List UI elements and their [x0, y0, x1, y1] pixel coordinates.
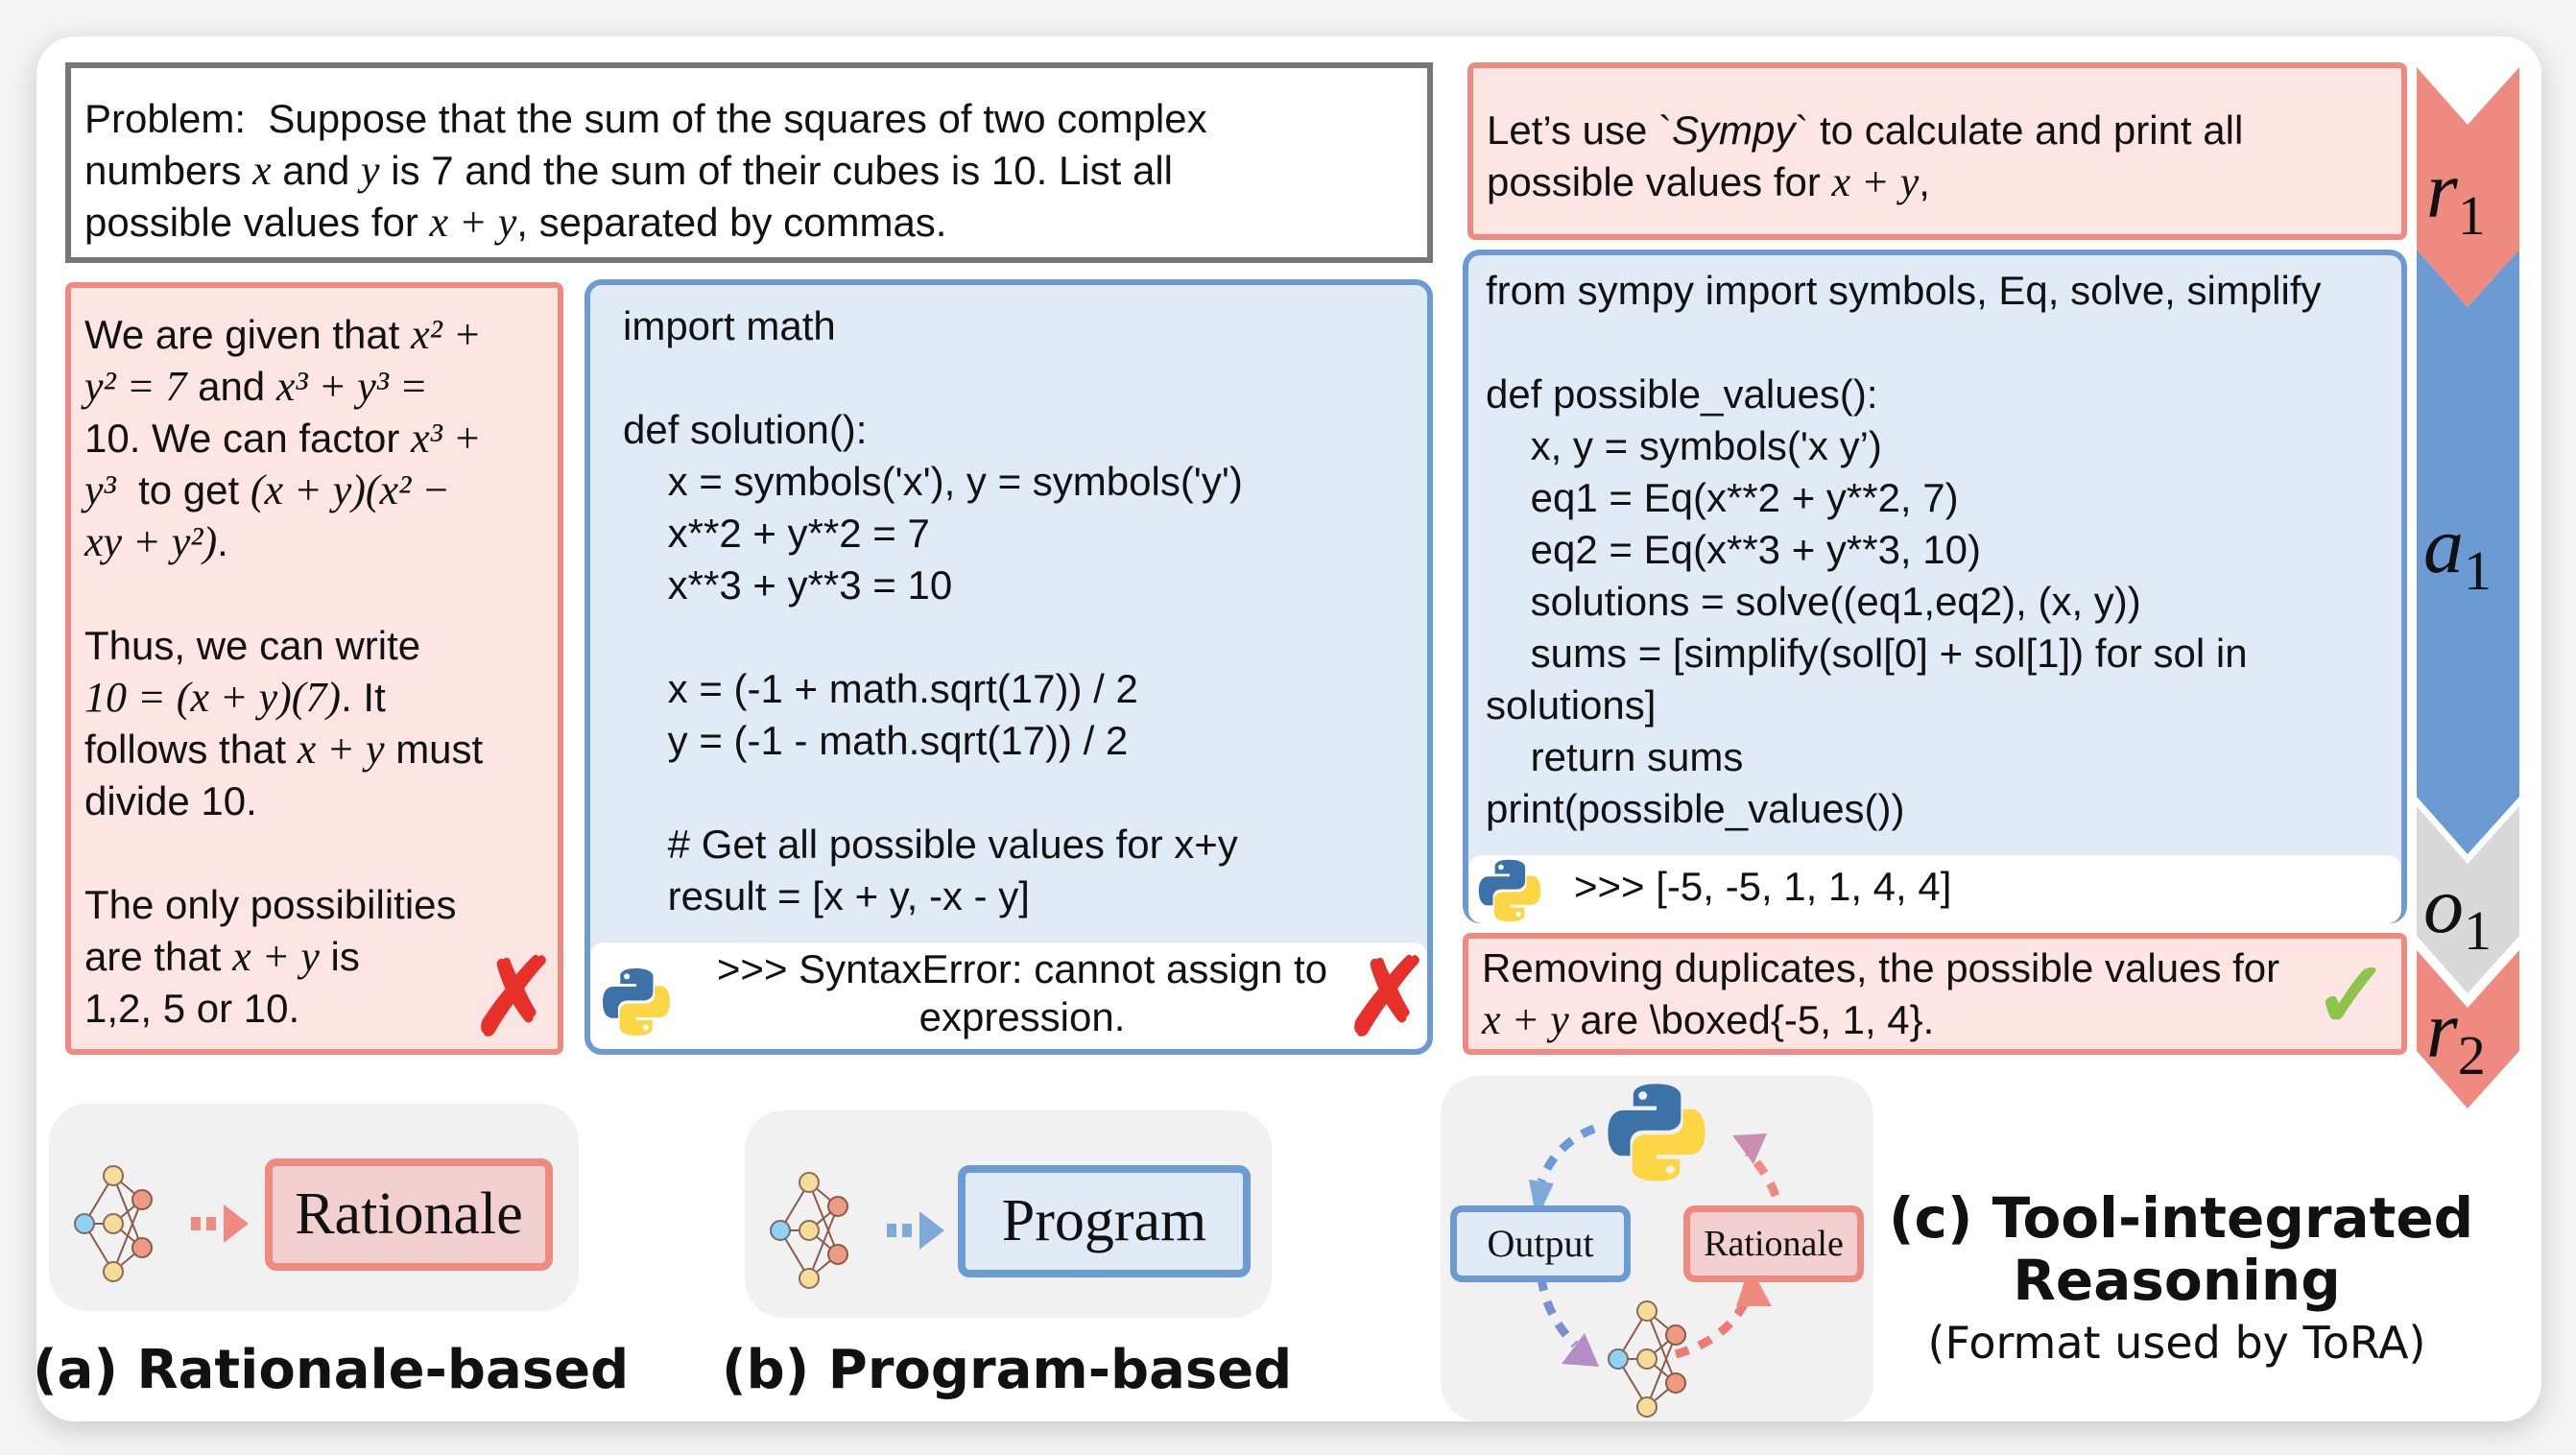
text-line: Let’s use `Sympy` to calculate and print… [1487, 107, 2244, 153]
text-line: eq1 = Eq(x**2 + y**2, 7) [1486, 475, 1959, 520]
caption-a: (a) Rationale-based [33, 1339, 630, 1401]
output-line: >>> [-5, -5, 1, 1, 4, 4] [1574, 864, 1952, 909]
text-line: 10. We can factor x³ + [84, 415, 482, 462]
text-line: x = (-1 + math.sqrt(17)) / 2 [623, 666, 1138, 711]
text-line: import math [623, 303, 836, 348]
rationale-based-panel: Rationale [49, 1104, 579, 1311]
caption-c-title: (c) Tool-integrated [1889, 1185, 2474, 1251]
arrow-r2 [2417, 950, 2519, 1109]
text-line: x**3 + y**3 = 10 [623, 562, 953, 608]
text-line: x**2 + y**2 = 7 [623, 511, 930, 556]
text-line: y³ to get (x + y)(x² − [84, 466, 450, 513]
python-logo-icon [1476, 857, 1543, 924]
rationale-step-r1: Let’s use `Sympy` to calculate and print… [1467, 62, 2407, 240]
output-line: >>> SyntaxError: cannot assign to [716, 946, 1328, 991]
program-output: >>> SyntaxError: cannot assign to expres… [590, 942, 1427, 1049]
python-logo-icon [1604, 1080, 1709, 1185]
text-line: Removing duplicates, the possible values… [1482, 945, 2280, 990]
text-line: from sympy import symbols, Eq, solve, si… [1486, 268, 2322, 313]
text-line: We are given that x² + [84, 311, 482, 358]
text-line [1486, 317, 2322, 369]
rationale-answer-box: We are given that x² + y² = 7 and x³ + y³… [65, 282, 563, 1055]
text-line: possible values for x + y, [1487, 158, 1930, 205]
program-code-box: import math def solution(): x = symbols(… [584, 279, 1433, 1055]
text-line: x = symbols('x'), y = symbols('y') [623, 459, 1243, 504]
output-line: expression. [918, 994, 1126, 1039]
check-icon: ✓ [2313, 944, 2391, 1047]
program-label: Program [958, 1165, 1251, 1277]
python-logo-icon [600, 966, 673, 1038]
text-line: return sums [1486, 734, 1744, 779]
arrow-icon [191, 1205, 249, 1243]
cross-icon: ✗ [470, 939, 560, 1057]
code-block: from sympy import symbols, Eq, solve, si… [1486, 265, 2322, 835]
text-line: follows that x + y must [84, 726, 484, 773]
text-line: xy + y²). [84, 518, 228, 565]
text-line: def solution(): [623, 407, 868, 452]
text-line: sums = [simplify(sol[0] + sol[1]) for so… [1486, 631, 2248, 676]
rationale-label: Rationale [1683, 1205, 1864, 1282]
neural-network-icon [70, 1161, 166, 1286]
rationale-label: Rationale [265, 1158, 553, 1271]
caption-c-title-2: Reasoning [2013, 1248, 2341, 1313]
text-line: x, y = symbols('x y’) [1486, 423, 1882, 468]
text-line: The only possibilities [84, 882, 457, 927]
step-label-o1: o1 [2423, 861, 2492, 962]
text-line [84, 827, 544, 879]
text-line [623, 352, 1243, 404]
text-line: Problem: Suppose that the sum of the squ… [84, 96, 1207, 141]
text-line [623, 767, 1243, 819]
tool-integrated-panel: Output Rationale [1441, 1076, 1873, 1421]
text-line: # Get all possible values for x+y [623, 822, 1238, 867]
output-label: Output [1450, 1205, 1631, 1282]
step-arrow-column [2417, 67, 2519, 1109]
cross-icon: ✗ [1344, 939, 1433, 1057]
neural-network-icon [1604, 1297, 1700, 1421]
text-line: solutions] [1486, 682, 1657, 728]
rationale-step-r2: Removing duplicates, the possible values… [1463, 933, 2407, 1055]
text-line: y = (-1 - math.sqrt(17)) / 2 [623, 718, 1129, 763]
arrow-o1 [2417, 806, 2519, 993]
output-step-o1: >>> [-5, -5, 1, 1, 4, 4] [1468, 855, 2401, 923]
program-step-a1: from sympy import symbols, Eq, solve, si… [1463, 250, 2407, 923]
text-line: Thus, we can write [84, 623, 421, 668]
arrow-r1 [2417, 67, 2519, 307]
text-line: solutions = solve((eq1,eq2), (x, y)) [1486, 579, 2141, 624]
code-block: import math def solution(): x = symbols(… [623, 300, 1243, 922]
text-line: 10 = (x + y)(7). It [84, 674, 386, 721]
text-line: x + y are \boxed{-5, 1, 4}. [1482, 996, 1935, 1043]
text-line [623, 611, 1243, 663]
text-line: possible values for x + y, separated by … [84, 199, 947, 246]
arrow-a1 [2417, 250, 2519, 854]
text-line: numbers x and y is 7 and the sum of thei… [84, 147, 1173, 194]
text-line: eq2 = Eq(x**3 + y**3, 10) [1486, 527, 1981, 572]
program-based-panel: Program [745, 1110, 1272, 1318]
text-line: are that x + y is [84, 933, 360, 980]
caption-b: (b) Program-based [722, 1339, 1293, 1401]
text-line: def possible_values(): [1486, 371, 1878, 417]
text-line: print(possible_values()) [1486, 786, 1905, 831]
neural-network-icon [766, 1168, 862, 1293]
caption-c-subtitle: (Format used by ToRA) [1927, 1317, 2426, 1369]
text-line: y² = 7 and x³ + y³ = [84, 363, 428, 410]
text-line [84, 568, 544, 620]
arrow-icon [887, 1211, 944, 1250]
text-line: divide 10. [84, 778, 257, 823]
step-label-a1: a1 [2423, 501, 2492, 602]
problem-statement: Problem: Suppose that the sum of the squ… [65, 62, 1433, 263]
text-line: 1,2, 5 or 10. [84, 986, 300, 1031]
text-line: result = [x + y, -x - y] [623, 873, 1030, 918]
step-label-r2: r2 [2426, 986, 2486, 1086]
step-label-r1: r1 [2426, 146, 2486, 247]
